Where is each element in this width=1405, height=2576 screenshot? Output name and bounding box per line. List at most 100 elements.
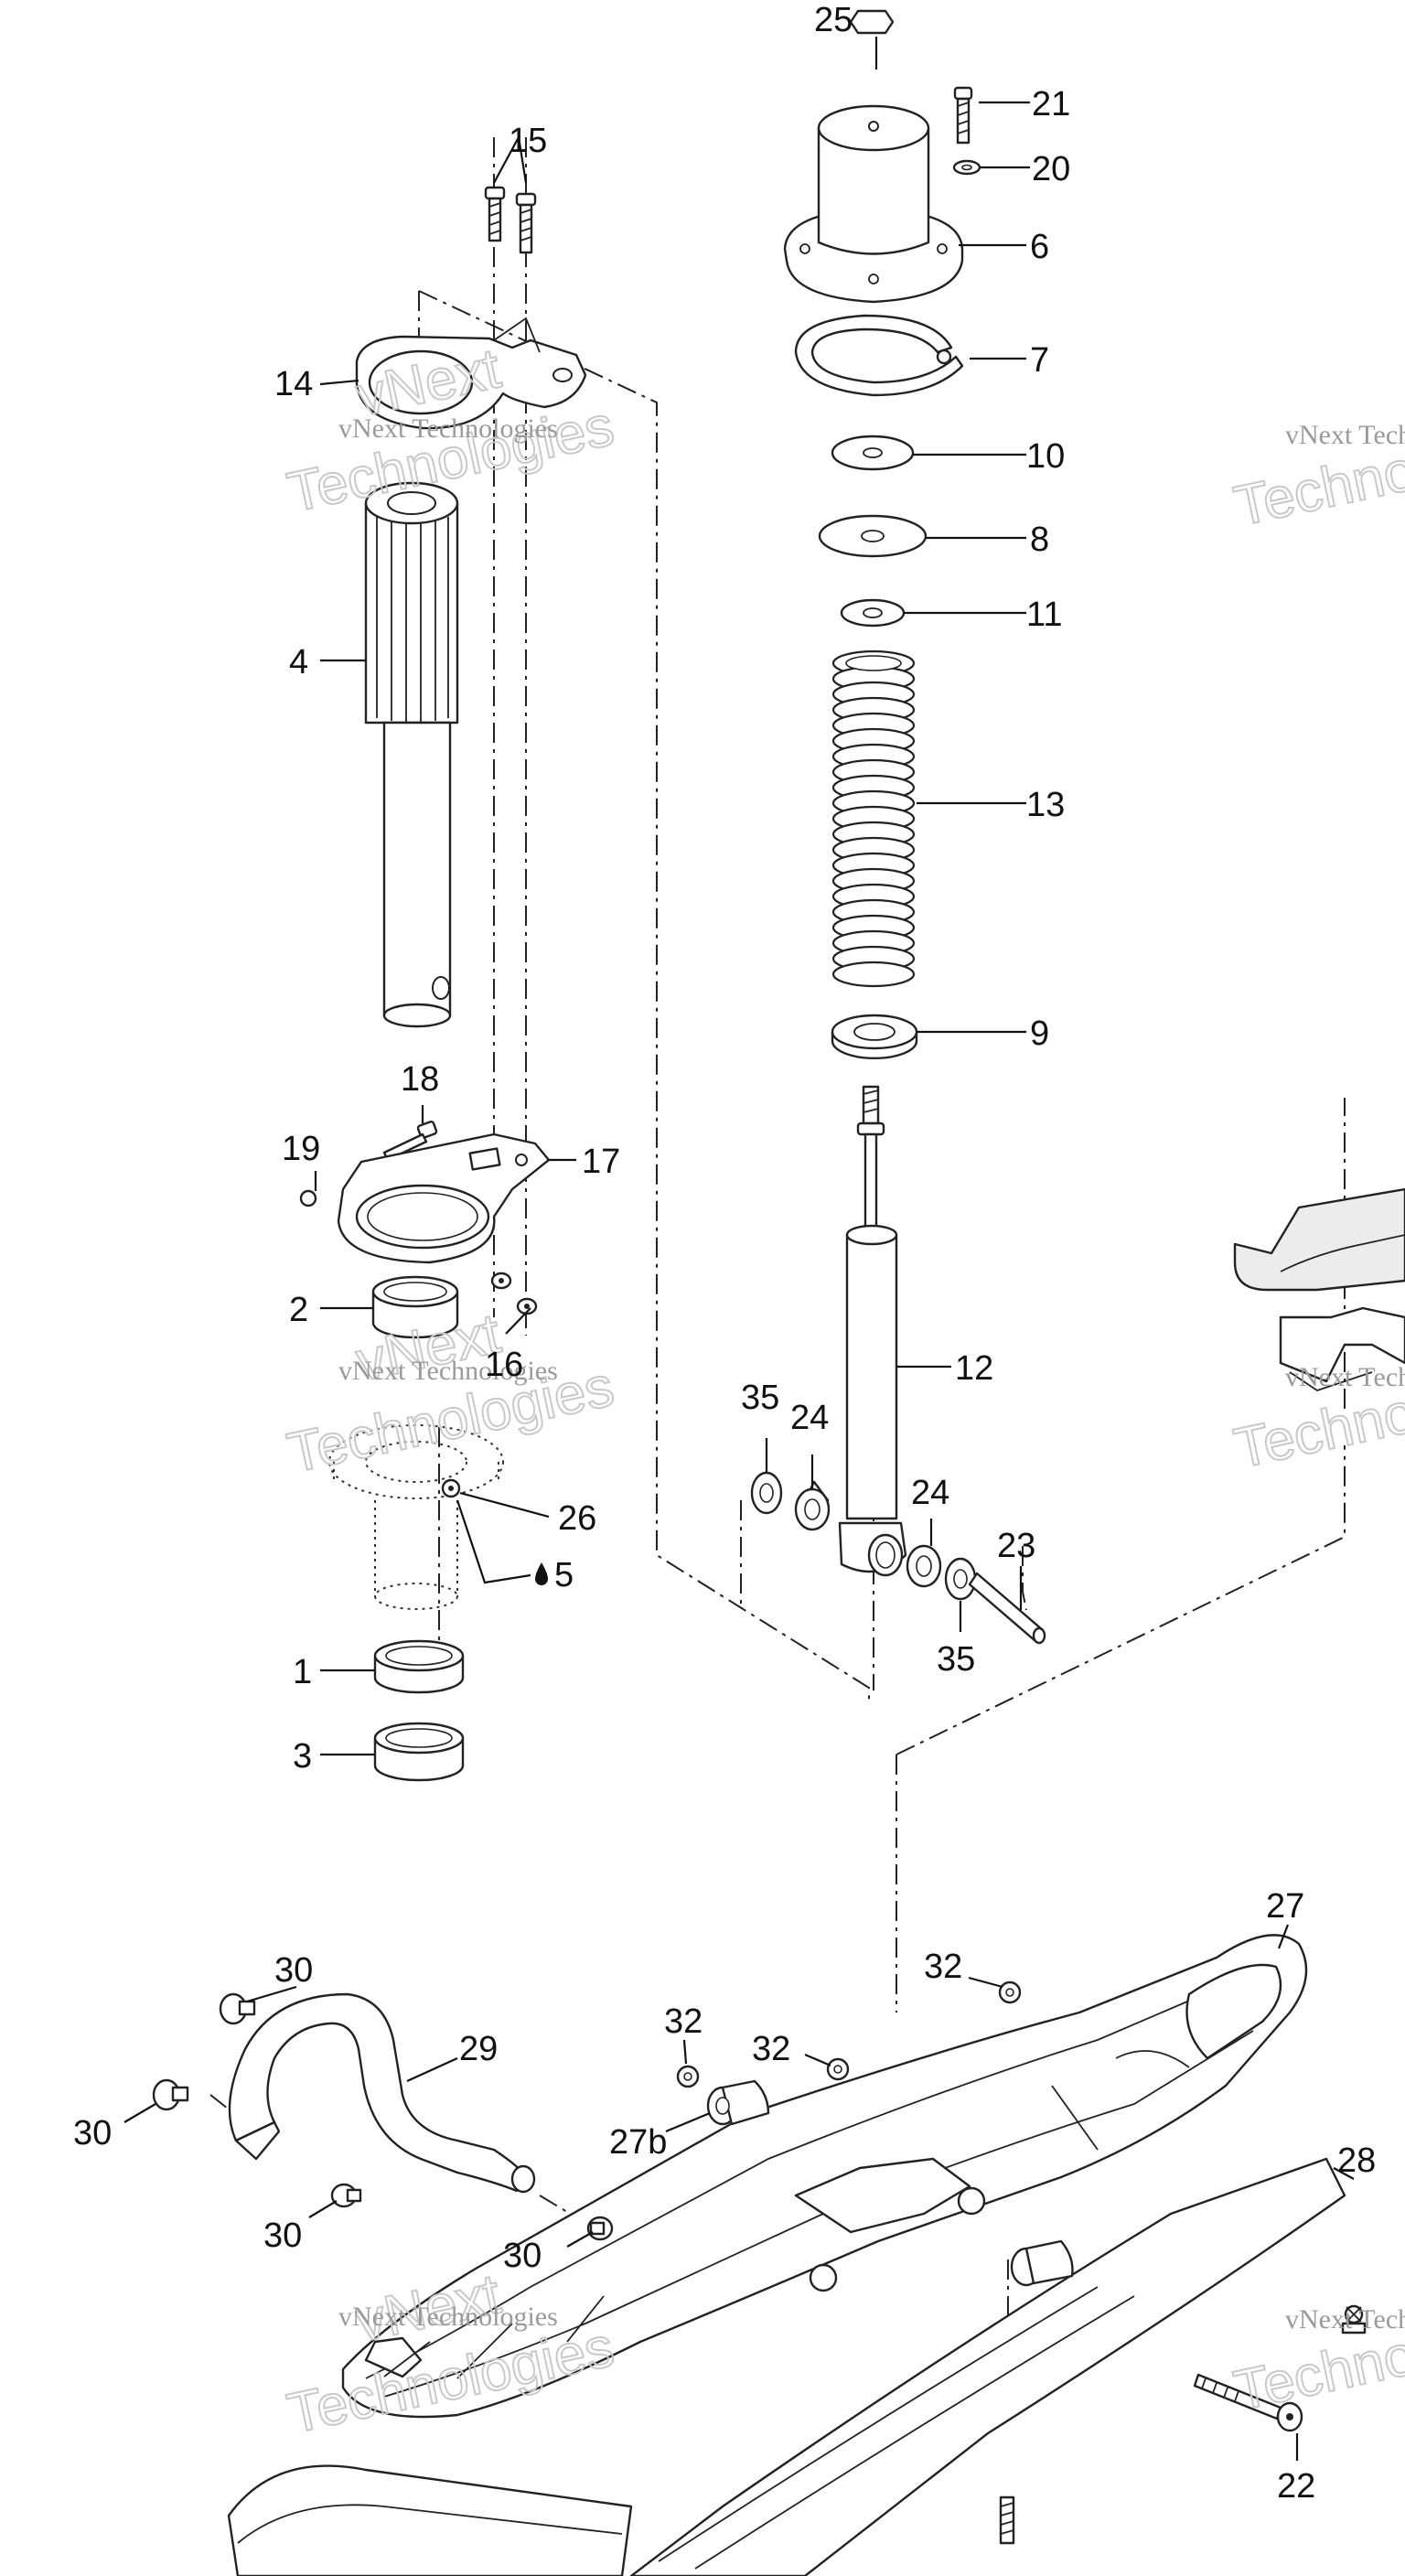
runner-28	[629, 2157, 1346, 2576]
callout-10: 10	[1026, 437, 1065, 476]
callout-30-mid: 30	[503, 2237, 542, 2275]
partial-bracket-top	[1233, 1187, 1405, 1292]
watermark-mid-left: Technologies vNext vNext Technologies	[282, 1301, 620, 1486]
fastener-30a	[219, 1992, 256, 2025]
callout-35-left: 35	[741, 1379, 779, 1417]
washer-9	[831, 1014, 918, 1060]
callout-30-top: 30	[274, 1951, 313, 1990]
watermark-bottom-right: Technologies vNext Technologies	[1228, 2292, 1405, 2424]
watermark-top-right: Technologies vNext Technologies	[1228, 407, 1405, 540]
upper-mount-6	[783, 104, 964, 304]
spring-seat-8	[818, 514, 928, 558]
callout-28: 28	[1337, 2141, 1376, 2180]
callout-22: 22	[1277, 2467, 1315, 2506]
leader-lines	[123, 37, 1355, 2461]
callout-15: 15	[509, 122, 547, 160]
washer-35-right	[944, 1557, 977, 1601]
nut-32c	[998, 1980, 1022, 2004]
callout-13: 13	[1026, 786, 1065, 824]
callout-16: 16	[485, 1346, 523, 1384]
svg-text:vNext Technologies: vNext Technologies	[338, 1356, 558, 1386]
partial-screw	[1341, 2304, 1367, 2334]
bushing-3	[373, 1722, 465, 1782]
handle-29	[228, 1992, 536, 2194]
watermarks: Technologies vNext vNext Technologies Te…	[282, 336, 1405, 2446]
partial-bracket-lower	[1279, 1306, 1405, 1391]
ski-27	[341, 1934, 1308, 2419]
callout-20: 20	[1032, 150, 1070, 188]
callout-32-mid: 32	[752, 2030, 790, 2068]
spring-coil	[831, 961, 916, 988]
nut-19	[299, 1189, 317, 1208]
callout-32-right: 32	[924, 1948, 962, 1986]
callout-12: 12	[955, 1349, 993, 1388]
callout-19: 19	[282, 1130, 320, 1168]
nut-16a	[490, 1272, 512, 1290]
callout-24-right: 24	[911, 1474, 949, 1512]
fastener-30c	[330, 2183, 362, 2208]
clamp-17	[337, 1132, 551, 1264]
svg-text:vNext Technologies: vNext Technologies	[1285, 420, 1405, 450]
callout-32-left: 32	[664, 2002, 702, 2041]
bushing-2	[371, 1275, 459, 1339]
splined-shaft-4	[364, 481, 459, 1028]
callout-9: 9	[1030, 1014, 1049, 1053]
callout-4: 4	[289, 643, 308, 682]
nut-16b	[516, 1297, 538, 1315]
bushing-27b	[706, 2079, 770, 2126]
callout-5: 5	[554, 1556, 574, 1594]
nut-25	[849, 9, 895, 35]
nut-32a	[676, 2065, 700, 2088]
nut-32b	[826, 2057, 850, 2081]
callout-21: 21	[1032, 85, 1070, 123]
spring-13	[831, 649, 916, 988]
svg-text:vNext Technologies: vNext Technologies	[338, 2302, 558, 2332]
callout-26: 26	[558, 1499, 596, 1538]
callout-30-bottom: 30	[263, 2216, 302, 2255]
washer-20	[952, 159, 981, 176]
callout-7: 7	[1030, 341, 1049, 380]
housing-outline	[328, 1424, 504, 1610]
watermark-mid-right: Technologies vNext Technologies	[1228, 1349, 1405, 1482]
bushing-1	[373, 1639, 465, 1694]
bolt-15a	[484, 186, 506, 242]
spacer-sleeve	[1010, 2239, 1074, 2287]
grease-fitting-26	[441, 1478, 461, 1498]
bolt-22	[1193, 2373, 1303, 2432]
fastener-30d	[586, 2216, 614, 2241]
bracket-14	[355, 317, 587, 430]
callout-25: 25	[814, 1, 853, 39]
callout-8: 8	[1030, 521, 1049, 559]
callout-24-left: 24	[790, 1399, 829, 1437]
callout-3: 3	[293, 1737, 312, 1776]
washer-10	[831, 435, 915, 471]
bolt-15b	[515, 192, 537, 254]
callout-14: 14	[274, 365, 313, 403]
callout-35-right: 35	[937, 1640, 975, 1679]
callout-labels: 25 21 20 6 7 10 8 11 13 9 12 15 14 4 18 …	[73, 1, 1376, 2506]
callout-27: 27	[1266, 1887, 1304, 1926]
callout-2: 2	[289, 1291, 308, 1329]
stud	[999, 2496, 1015, 2545]
callout-6: 6	[1030, 228, 1049, 266]
washer-11	[840, 598, 906, 628]
fastener-30b	[152, 2078, 189, 2111]
svg-text:vNext Technologies: vNext Technologies	[338, 413, 558, 444]
callout-29: 29	[459, 2030, 498, 2068]
callout-23: 23	[997, 1527, 1035, 1565]
svg-text:vNext Technologies: vNext Technologies	[1285, 2304, 1405, 2334]
pin-23	[968, 1572, 1046, 1645]
spring-top-opening	[845, 655, 902, 671]
callout-17: 17	[582, 1143, 620, 1181]
bushing-24-left	[794, 1480, 831, 1531]
callout-1: 1	[293, 1653, 312, 1691]
ski-tail-plate	[227, 2464, 633, 2576]
callout-18: 18	[401, 1060, 439, 1099]
callout-11: 11	[1026, 596, 1062, 634]
svg-text:vNext Technologies: vNext Technologies	[1285, 1362, 1405, 1392]
shock-absorber-12	[838, 1085, 907, 1577]
bushing-24-right	[906, 1544, 942, 1588]
bolt-21	[953, 86, 973, 145]
oil-drop-icon	[535, 1562, 548, 1585]
